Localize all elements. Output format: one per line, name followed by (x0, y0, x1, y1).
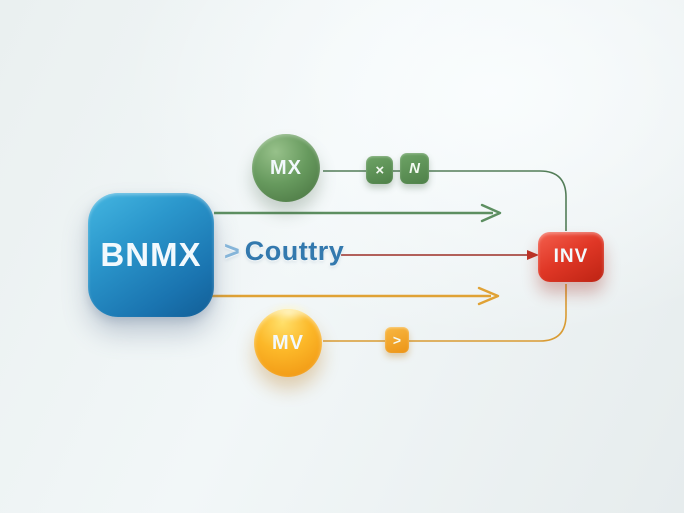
node-mx-label: MX (270, 156, 302, 179)
node-bnmx-label: BNMX (100, 236, 202, 273)
node-inv: INV (538, 232, 604, 282)
node-bnmx: BNMX (88, 193, 214, 317)
green-badge-n-glyph: N (409, 160, 420, 177)
center-label-chevron-icon: > (224, 236, 240, 266)
green-connector-line (323, 170, 567, 231)
node-mx: MX (252, 134, 320, 202)
green-badge-n-icon: N (400, 153, 429, 184)
node-mv: MV (254, 309, 322, 377)
node-inv-label: INV (553, 246, 589, 267)
green-badge-x-icon: × (366, 156, 393, 184)
green-arrowhead-icon (480, 203, 502, 223)
center-label: > Couttry (224, 236, 344, 267)
orange-connector-line (323, 284, 567, 342)
node-mv-label: MV (272, 331, 304, 354)
red-arrowhead-icon (527, 250, 539, 260)
orange-badge-chevron-glyph: > (392, 332, 402, 348)
green-badge-x-glyph: × (375, 161, 384, 179)
orange-badge-chevron-icon: > (385, 327, 409, 353)
center-label-text: Couttry (244, 236, 345, 266)
orange-arrowhead-icon (477, 286, 500, 306)
